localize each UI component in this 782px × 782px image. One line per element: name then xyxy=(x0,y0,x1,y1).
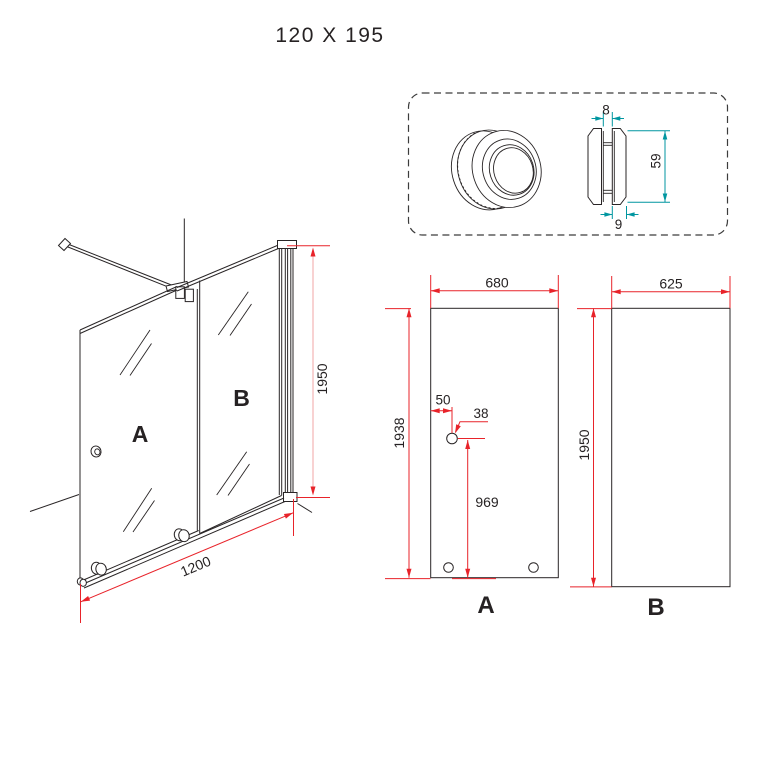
panel-b-drawing: 625 1950 B xyxy=(570,276,731,621)
height-dim-3d-value: 1950 xyxy=(314,363,330,394)
hole-edge-offset-dim: 50 xyxy=(435,393,450,408)
floor-line xyxy=(29,494,80,512)
roller-depth-dim: 9 xyxy=(615,217,623,232)
wall-profile xyxy=(277,240,298,502)
panel-b-outline xyxy=(611,307,731,588)
door-knob-3d xyxy=(90,445,102,458)
panel-a-width-dim: 680 xyxy=(485,275,509,291)
height-dimension-3d: 1950 xyxy=(287,245,330,498)
support-bar xyxy=(57,237,177,291)
panel-a-height-dim: 1938 xyxy=(391,417,407,448)
roller-knob-3d xyxy=(450,129,542,211)
width-dim-3d-value: 1200 xyxy=(178,553,213,580)
width-dimension-3d: 1200 xyxy=(80,499,294,623)
hole-diameter-dim: 38 xyxy=(473,406,488,421)
detail-box-border xyxy=(407,92,729,236)
panel-b-label: B xyxy=(647,594,664,621)
hardware-detail-box: 8 59 9 xyxy=(407,92,729,236)
panel-a-3d-label: A xyxy=(132,421,149,447)
glass-reflections xyxy=(119,291,252,533)
roller-hole-right xyxy=(528,562,539,573)
rail-end-tick xyxy=(297,503,313,513)
roller-section-view xyxy=(587,128,627,205)
panel-b-height-dim: 1950 xyxy=(576,429,592,460)
panel-a-label: A xyxy=(477,592,494,619)
perspective-view: A B 1950 1200 xyxy=(29,218,330,623)
glass-panel-b-3d xyxy=(176,243,283,534)
roller-front xyxy=(90,561,107,576)
panel-b-width-dim: 625 xyxy=(659,276,683,292)
handle-hole xyxy=(446,432,458,445)
roller-rear xyxy=(173,528,190,543)
roller-height-dim: 59 xyxy=(649,153,664,168)
sheet-title: 120 X 195 xyxy=(275,24,384,47)
hole-bottom-offset-dim: 969 xyxy=(475,494,499,510)
roller-hole-left xyxy=(443,562,454,573)
glass-thickness-dim: 8 xyxy=(602,103,610,118)
panel-a-outline xyxy=(430,307,559,579)
panel-a-drawing: 680 1938 50 38 969 A xyxy=(385,275,559,619)
detail-dimensions: 8 59 9 xyxy=(591,103,670,232)
bottom-rail xyxy=(76,497,286,589)
panel-b-3d-label: B xyxy=(233,385,250,411)
